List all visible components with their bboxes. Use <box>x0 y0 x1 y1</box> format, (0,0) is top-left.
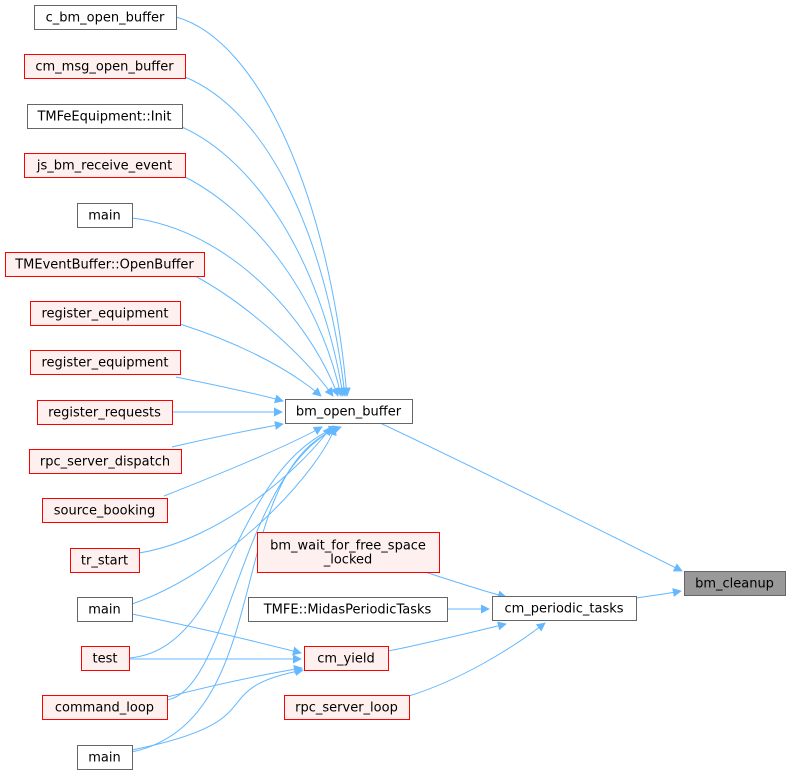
edge-main_1-to-bm_open_buffer <box>131 217 340 397</box>
node-box <box>284 695 410 720</box>
edge-test-to-bm_open_buffer <box>128 425 338 659</box>
edge-register_equipment_1-to-bm_open_buffer <box>179 323 322 397</box>
node-main-1[interactable]: main <box>77 203 133 228</box>
node-cm-msg-open-buffer[interactable]: cm_msg_open_buffer <box>24 54 186 79</box>
node-box <box>257 532 440 573</box>
node-label: bm_cleanup <box>695 577 774 592</box>
node-label: TMEventBuffer::OpenBuffer <box>14 258 194 273</box>
node-box <box>248 597 448 622</box>
node-cm-yield[interactable]: cm_yield <box>304 646 389 671</box>
node-label: register_equipment <box>42 307 169 322</box>
node-cm-periodic-tasks[interactable]: cm_periodic_tasks <box>492 596 637 621</box>
node-label: command_loop <box>55 701 154 716</box>
edge-register_equipment_2-to-bm_open_buffer <box>175 376 284 404</box>
node-source-booking[interactable]: source_booking <box>42 498 168 523</box>
node-box <box>5 252 205 277</box>
edge-cm_msg_open_buffer-to-bm_open_buffer <box>184 76 349 397</box>
edge-main_2-to-bm_open_buffer <box>131 426 337 605</box>
node-box <box>30 301 181 326</box>
node-label: bm_open_buffer <box>296 405 402 420</box>
edge-rpc_server_dispatch-to-bm_open_buffer <box>171 421 284 448</box>
node-register-equipment-1[interactable]: register_equipment <box>30 301 181 326</box>
node-box <box>77 597 133 622</box>
node-box <box>77 203 133 228</box>
node-box <box>27 104 183 129</box>
node-command-loop[interactable]: command_loop <box>42 695 168 720</box>
node-bm-open-buffer[interactable]: bm_open_buffer <box>285 399 413 424</box>
node-label: tr_start <box>81 554 128 569</box>
node-label: test <box>93 652 118 667</box>
edge-source_booking-to-bm_open_buffer <box>163 426 323 497</box>
node-box <box>37 400 173 425</box>
node-label: rpc_server_loop <box>295 701 398 716</box>
node-bm-cleanup[interactable]: bm_cleanup <box>684 571 786 596</box>
node-tr-start[interactable]: tr_start <box>70 548 140 573</box>
node-label: TMFeEquipment::Init <box>36 110 171 125</box>
nodes-layer: c_bm_open_buffer cm_msg_open_bufferTMFeEq… <box>5 5 786 770</box>
node-box <box>285 399 413 424</box>
edges-layer <box>128 16 683 753</box>
node-label: main <box>88 603 120 618</box>
edge-tr_start-to-bm_open_buffer <box>138 426 332 554</box>
node-label: cm_periodic_tasks <box>504 602 623 617</box>
edge-cm_periodic_tasks-to-bm_cleanup <box>635 588 682 599</box>
node-box <box>492 596 637 621</box>
node-label: TMFE::MidasPeriodicTasks <box>263 603 432 618</box>
node-box <box>24 54 186 79</box>
edge-js_bm_receive_event-to-bm_open_buffer <box>184 176 344 397</box>
node-register-equipment-2[interactable]: register_equipment <box>30 350 181 375</box>
edge-tmeventbuffer_openbuffer-to-bm_open_buffer <box>194 275 334 397</box>
node-box <box>34 5 177 30</box>
node-label: main <box>88 751 120 766</box>
edge-command_loop-to-bm_open_buffer <box>166 426 340 701</box>
node-box <box>70 548 140 573</box>
edge-main_2-to-cm_yield <box>131 613 302 656</box>
edge-command_loop-to-cm_yield <box>166 664 303 698</box>
node-main-3[interactable]: main <box>77 745 133 770</box>
edge-bm_open_buffer-to-bm_cleanup <box>379 422 683 572</box>
node-c-bm-open-buffer[interactable]: c_bm_open_buffer <box>34 5 177 30</box>
node-box <box>77 745 133 770</box>
edge-main_3-to-bm_open_buffer <box>131 425 342 753</box>
node-register-requests[interactable]: register_requests <box>37 400 173 425</box>
node-label: cm_yield <box>317 652 374 667</box>
node-label: cm_msg_open_buffer <box>35 60 174 75</box>
node-box <box>42 498 168 523</box>
edge-c_bm_open_buffer-to-bm_open_buffer <box>175 16 351 397</box>
node-box <box>42 695 168 720</box>
node-tmfe-midasperiodictasks[interactable]: TMFE::MidasPeriodicTasks <box>248 597 448 622</box>
node-label: rpc_server_dispatch <box>40 455 170 470</box>
node-label: main <box>88 209 120 224</box>
node-tmeventbuffer-openbuffer[interactable]: TMEventBuffer::OpenBuffer <box>5 252 205 277</box>
node-label: register_equipment <box>42 356 169 371</box>
node-bm-wait-for-free-space-locked[interactable]: bm_wait_for_free_space_locked <box>257 532 440 573</box>
node-box <box>684 571 786 596</box>
edge-main_3-to-cm_yield <box>131 667 304 751</box>
node-label: source_booking <box>54 504 155 519</box>
node-label: c_bm_open_buffer <box>46 11 165 26</box>
node-box <box>24 153 186 178</box>
node-box <box>81 646 130 671</box>
node-main-2[interactable]: main <box>77 597 133 622</box>
edge-rpc_server_loop-to-cm_periodic_tasks <box>408 622 546 697</box>
node-test[interactable]: test <box>81 646 130 671</box>
node-box <box>304 646 389 671</box>
edge-bm_wait_for_free_space_locked-to-cm_periodic_tasks <box>424 571 507 600</box>
node-label: bm_wait_for_free_space_locked <box>270 539 426 568</box>
node-tmfe-init[interactable]: TMFeEquipment::Init <box>27 104 183 129</box>
node-box <box>30 350 181 375</box>
edge-cm_yield-to-cm_periodic_tasks <box>387 621 507 652</box>
node-rpc-server-dispatch[interactable]: rpc_server_dispatch <box>29 449 182 474</box>
edge-tmfe_init-to-bm_open_buffer <box>181 126 347 397</box>
node-js-bm-receive-event[interactable]: js_bm_receive_event <box>24 153 186 178</box>
node-box <box>29 449 182 474</box>
node-label: js_bm_receive_event <box>36 159 172 174</box>
node-rpc-server-loop[interactable]: rpc_server_loop <box>284 695 410 720</box>
node-label: register_requests <box>48 406 161 421</box>
